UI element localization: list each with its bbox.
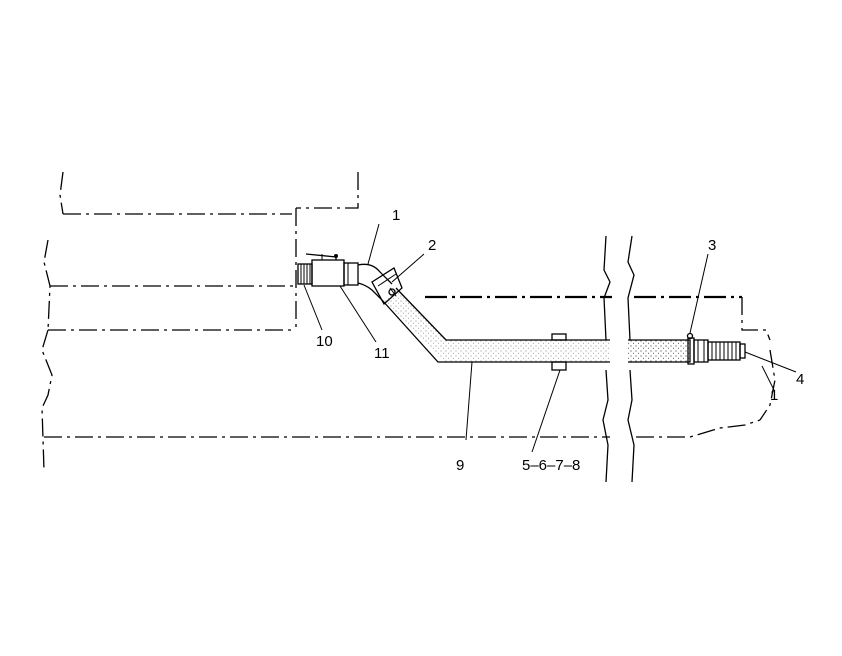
callout-9: 9: [456, 457, 464, 474]
phantom-outline-left-frame: [41, 171, 761, 471]
right-coupling: [686, 332, 746, 365]
phantom-outline-right-housing: [425, 295, 776, 421]
callout-4: 4: [796, 371, 804, 388]
break-lines: [602, 235, 635, 483]
callout-11: 11: [374, 345, 390, 362]
hose: [381, 287, 691, 363]
callout-1-top: 1: [392, 207, 400, 224]
callout-3: 3: [708, 237, 716, 254]
leader-lines: [303, 223, 797, 453]
callout-1-right: 1: [770, 387, 778, 404]
callout-5-6-7-8: 5–6–7–8: [522, 457, 580, 474]
support-clamp: [551, 333, 567, 371]
callout-2: 2: [428, 237, 436, 254]
callout-10: 10: [316, 333, 333, 350]
valve-fitting-assembly: [297, 253, 359, 287]
